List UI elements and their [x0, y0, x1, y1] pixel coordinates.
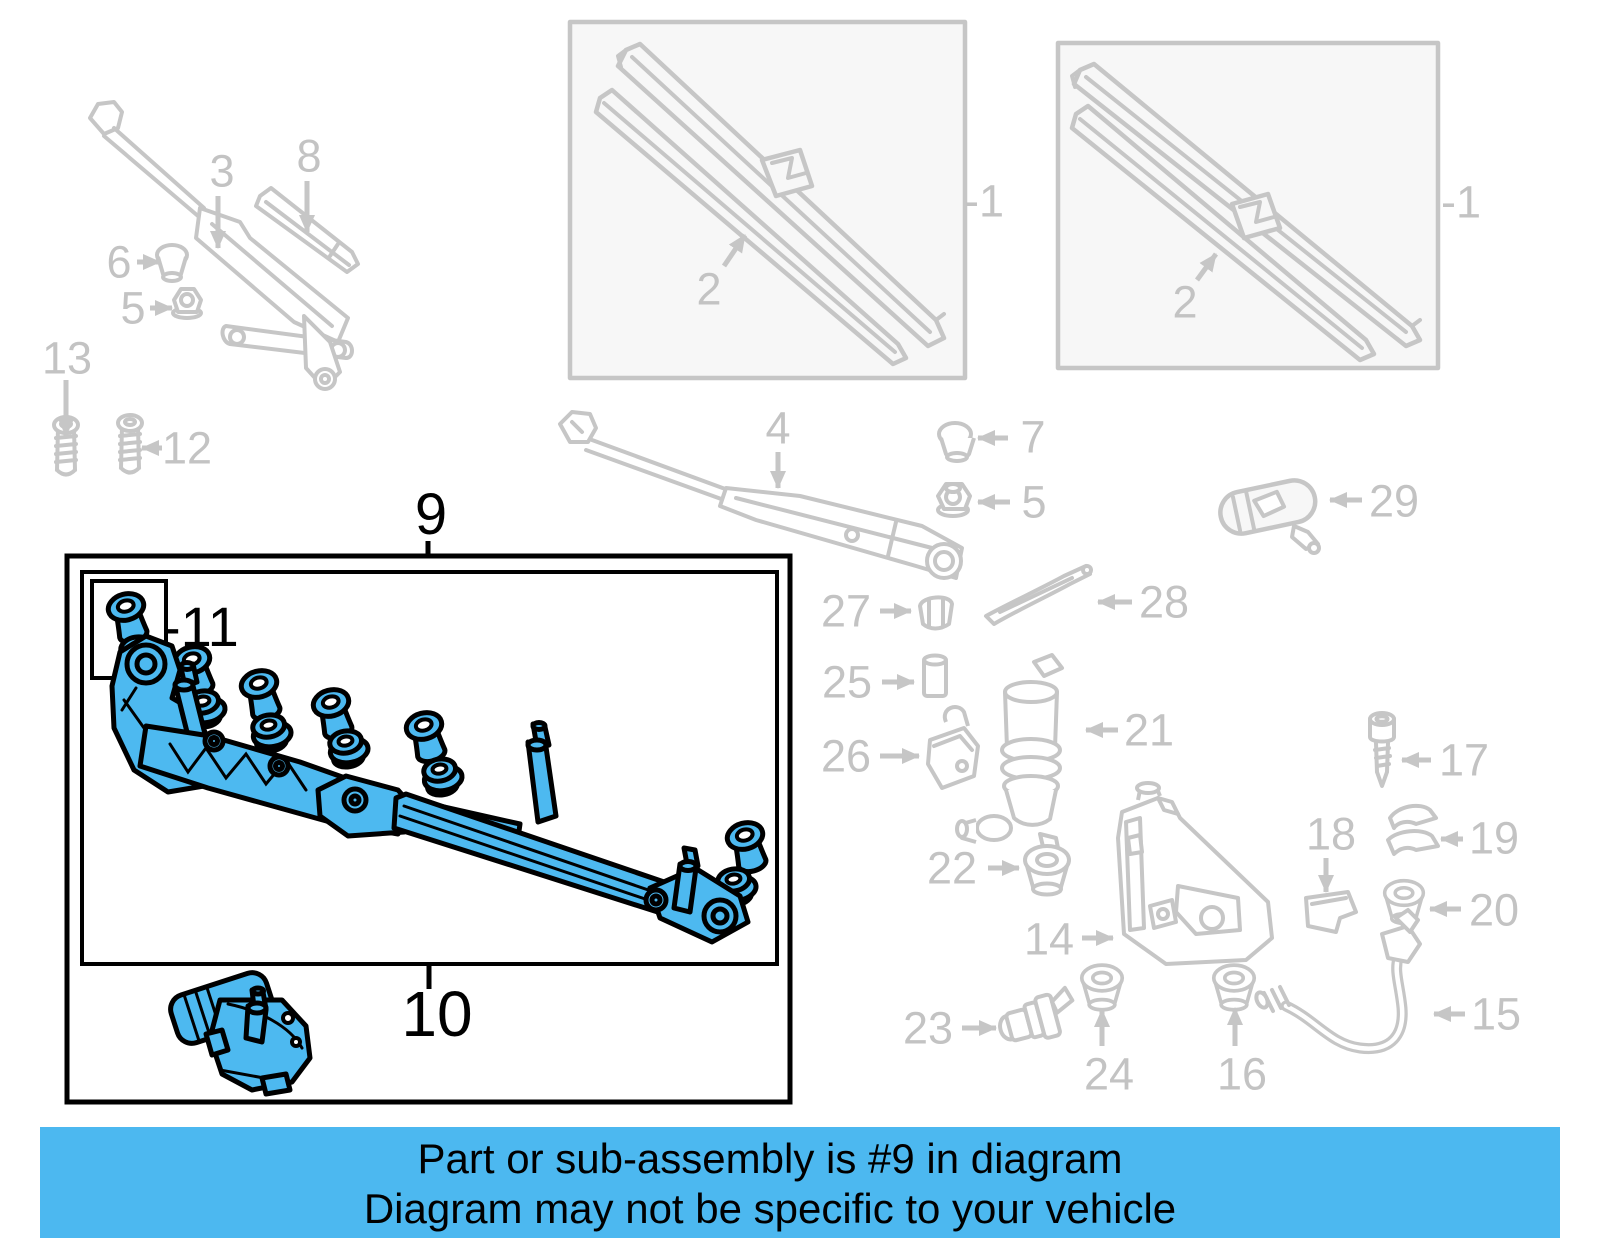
- callout-1-left: -1: [964, 175, 1005, 227]
- callout-9-highlighted: 9: [414, 482, 448, 547]
- wiper-motor-highlighted: [168, 970, 313, 1097]
- pivot-nut-5-right-art: [936, 482, 972, 518]
- note-banner: Part or sub-assembly is #9 in diagram Di…: [40, 1127, 1560, 1238]
- bracket-18-art: [1304, 890, 1358, 934]
- callout-18: 18: [1305, 808, 1357, 860]
- callout-3: 3: [209, 145, 235, 197]
- callout-27: 27: [820, 585, 872, 637]
- grommet-22-art: [1023, 844, 1071, 897]
- pivot-nut-5-left-art: [171, 287, 203, 320]
- callout-26: 26: [820, 730, 872, 782]
- bolt-12-art: [116, 413, 144, 475]
- callout-2-right: 2: [1172, 276, 1198, 328]
- callout-20: 20: [1468, 884, 1520, 936]
- reservoir-14-art: [1116, 781, 1274, 966]
- callout-13: 13: [41, 332, 93, 384]
- callout-16: 16: [1216, 1048, 1268, 1100]
- note-line-2: Diagram may not be specific to your vehi…: [363, 1185, 1177, 1232]
- screw-17-art: [1368, 711, 1396, 788]
- callout-2-left: 2: [696, 263, 722, 315]
- callout-21: 21: [1123, 704, 1175, 756]
- pivot-cap-7-art: [937, 421, 976, 463]
- nozzle-cover-29-art: [1218, 478, 1321, 555]
- callout-arrows: [58, 181, 1465, 1046]
- clips-19-art: [1386, 803, 1440, 856]
- wiper-arm-3-art: [88, 100, 354, 391]
- washer-pump-21-art: [955, 653, 1064, 859]
- callout-5-left: 5: [120, 282, 146, 334]
- callout-6: 6: [106, 236, 132, 288]
- clip-26-art: [926, 705, 980, 790]
- callout-28: 28: [1138, 576, 1190, 628]
- grommet-16-art: [1211, 963, 1257, 1012]
- callout-24: 24: [1083, 1048, 1135, 1100]
- callout-23: 23: [902, 1002, 954, 1054]
- callout-10-highlighted: 10: [401, 978, 473, 1050]
- callout-8: 8: [296, 130, 322, 182]
- pivot-cap-6-art: [155, 243, 189, 283]
- callout-14: 14: [1023, 913, 1075, 965]
- callout-29: 29: [1368, 475, 1420, 527]
- note-line-1: Part or sub-assembly is #9 in diagram: [417, 1135, 1123, 1182]
- nozzle-28-art: [984, 564, 1093, 626]
- callout-1-right: -1: [1441, 176, 1482, 228]
- callout-22: 22: [926, 842, 978, 894]
- callout-19: 19: [1468, 812, 1520, 864]
- blade-kit-box-left-art: [567, 19, 968, 381]
- callout-4: 4: [765, 402, 791, 454]
- joint-23-art: [998, 985, 1075, 1043]
- hose-15-art: [1254, 908, 1422, 1055]
- callout-25: 25: [821, 656, 873, 708]
- label-ticks: [425, 541, 432, 989]
- callout-5-right: 5: [1021, 476, 1047, 528]
- callout-11-highlighted: -11: [162, 595, 239, 658]
- wiper-linkage-highlighted: [109, 633, 751, 945]
- spacer-25-art: [922, 653, 948, 698]
- blade-kit-box-right-art: [1055, 40, 1441, 371]
- callout-17: 17: [1438, 734, 1490, 786]
- callout-15: 15: [1470, 988, 1522, 1040]
- callout-12: 12: [161, 422, 213, 474]
- callout-7: 7: [1020, 411, 1046, 463]
- wiper-arm-4-art: [558, 410, 964, 580]
- grommet-24-art: [1079, 963, 1125, 1012]
- nut-27-art: [918, 595, 954, 631]
